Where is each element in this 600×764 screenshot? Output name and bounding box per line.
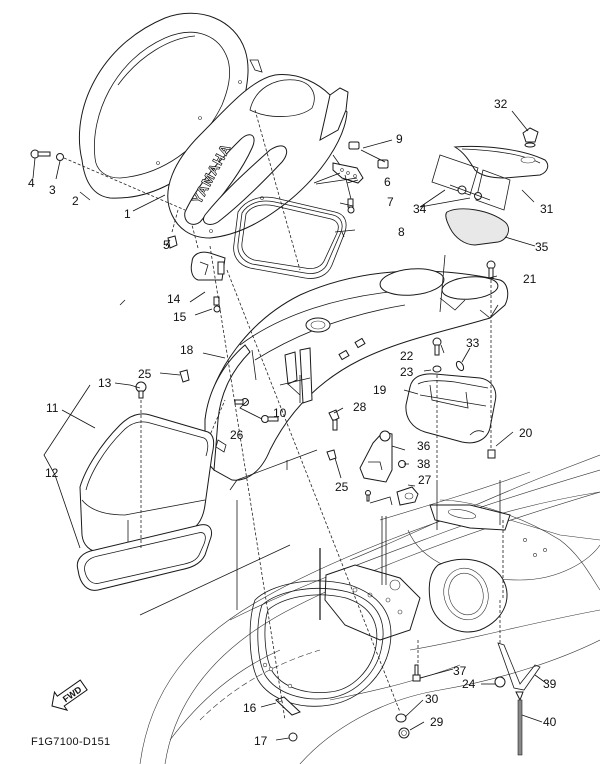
- part-13-plug: [135, 381, 147, 399]
- leader-lines: [32, 110, 547, 741]
- callout-25b: 25: [335, 480, 349, 494]
- callout-1: 1: [124, 207, 131, 221]
- part-17-nut: [288, 732, 298, 742]
- callout-25a: 25: [138, 367, 152, 381]
- part-33-grommet: [455, 360, 465, 372]
- part-32-grommet: [522, 127, 539, 148]
- part-35-pad: [445, 208, 509, 246]
- part-23-washer: [432, 365, 442, 373]
- part-9-rubber-pads: [348, 141, 389, 169]
- part-7-screw: [347, 198, 355, 214]
- callout-17: 17: [254, 734, 268, 748]
- part-40-rod: [515, 691, 524, 756]
- callout-36: 36: [417, 439, 431, 453]
- part-21-screw: [486, 260, 496, 279]
- part-25-clip-b: [326, 449, 337, 461]
- part-31-hatch-lid: [453, 145, 549, 179]
- callout-8: 8: [398, 225, 405, 239]
- part-3-collar: [56, 153, 64, 161]
- part-37-bolt: [412, 664, 421, 682]
- deck-storage-opening: [249, 580, 392, 707]
- callout-27: 27: [418, 473, 432, 487]
- callout-4: 4: [28, 176, 35, 190]
- callout-35: 35: [535, 240, 549, 254]
- part-15-screw: [213, 296, 221, 313]
- part-4-bolt: [30, 149, 51, 159]
- callout-labels: 4 3 2 1 5 6 7 8 9 10 11 12 13 14 15 16 1…: [28, 97, 557, 748]
- part-39-bracket: [497, 642, 541, 691]
- part-24-nut: [494, 676, 506, 688]
- callout-38: 38: [417, 457, 431, 471]
- callout-6: 6: [384, 175, 391, 189]
- drawing-code: F1G7100-D151: [31, 736, 110, 748]
- callout-2: 2: [72, 194, 79, 208]
- callout-22: 22: [400, 349, 414, 363]
- callout-37: 37: [453, 664, 467, 678]
- part-20-screw: [487, 449, 496, 459]
- callout-32: 32: [494, 97, 508, 111]
- callout-5: 5: [163, 238, 170, 252]
- callout-16: 16: [243, 701, 257, 715]
- callout-24: 24: [462, 677, 476, 691]
- part-19-glovebox: [405, 373, 497, 444]
- part-30-washer: [395, 713, 407, 723]
- part-34-latch: [431, 154, 511, 211]
- part-5-clip: [167, 235, 178, 249]
- callout-3: 3: [49, 183, 56, 197]
- callout-39: 39: [543, 677, 557, 691]
- hull-deck: [139, 454, 600, 764]
- callout-33: 33: [466, 336, 480, 350]
- callout-14: 14: [167, 292, 181, 306]
- part-16-stay: [275, 696, 301, 716]
- callout-31: 31: [540, 202, 554, 216]
- part-6-bracket: [332, 162, 364, 184]
- callout-23: 23: [400, 365, 414, 379]
- part-29-nut: [398, 727, 410, 739]
- callout-12: 12: [45, 466, 59, 480]
- part-28-bolt: [328, 409, 340, 431]
- callout-40: 40: [543, 715, 557, 729]
- part-18-deck-cover: [204, 268, 509, 481]
- callout-11: 11: [46, 401, 59, 415]
- callout-28: 28: [353, 400, 367, 414]
- callout-13: 13: [98, 376, 112, 390]
- callout-21: 21: [523, 272, 537, 286]
- part-26-screws: [234, 398, 279, 423]
- part-14-catch: [190, 251, 226, 281]
- part-1-hood-inner: YAMAHA: [167, 59, 349, 239]
- callout-30: 30: [425, 692, 439, 706]
- callout-26: 26: [230, 428, 244, 442]
- fwd-arrow-icon: FWD: [51, 679, 88, 711]
- callout-29: 29: [430, 715, 444, 729]
- part-8-gasket: [233, 196, 347, 279]
- part-11-storage-bin: [76, 413, 215, 591]
- callout-18: 18: [180, 343, 194, 357]
- part-10-bracket: [279, 347, 313, 404]
- callout-9: 9: [396, 132, 403, 146]
- callout-20: 20: [519, 426, 533, 440]
- callout-34: 34: [413, 202, 427, 216]
- part-screw-near-27: [365, 490, 371, 502]
- part-27-plate: [396, 486, 419, 506]
- part-22-bolt: [432, 337, 442, 356]
- callout-7: 7: [387, 195, 394, 209]
- callout-15: 15: [173, 310, 187, 324]
- callout-10: 10: [273, 406, 287, 420]
- part-25-clip-a: [179, 369, 190, 383]
- callout-19: 19: [373, 383, 387, 397]
- part-36-latch-mechanism: [359, 430, 393, 483]
